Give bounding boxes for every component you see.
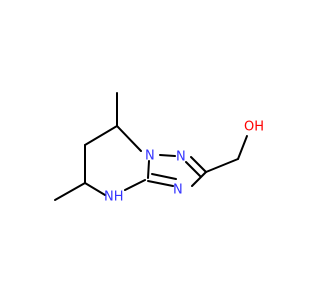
bond-c-n-junction <box>116 125 142 152</box>
atom-oh: OH <box>244 120 264 135</box>
bond-methyl-lower <box>54 182 86 201</box>
atom-nh: NH <box>104 190 124 205</box>
bond-fused-c-n-lower-double <box>151 173 177 180</box>
bond-fused-c-junction-n <box>147 160 150 179</box>
bond-upper-n-triazole-c <box>190 156 207 173</box>
bond-c-ch2-left <box>84 125 118 146</box>
bond-junction-n-upper-n <box>159 154 176 157</box>
atom-n-upper: N <box>176 150 186 165</box>
bond-nh-fused-c <box>124 179 146 191</box>
atom-n-junction: N <box>145 149 155 164</box>
bond-c-nh <box>84 182 106 196</box>
bond-ch2-oh <box>237 135 248 160</box>
bond-fused-c-n-lower <box>147 180 174 187</box>
atom-n-lower: N <box>173 183 183 198</box>
bond-triazole-c-n-lower <box>191 171 207 187</box>
bond-upper-n-triazole-c-double <box>185 161 201 177</box>
structure-diagram: N N N NH OH <box>54 92 264 205</box>
molecule-canvas: N N N NH OH <box>54 92 265 205</box>
bond-triazole-c-ch2 <box>205 158 239 173</box>
